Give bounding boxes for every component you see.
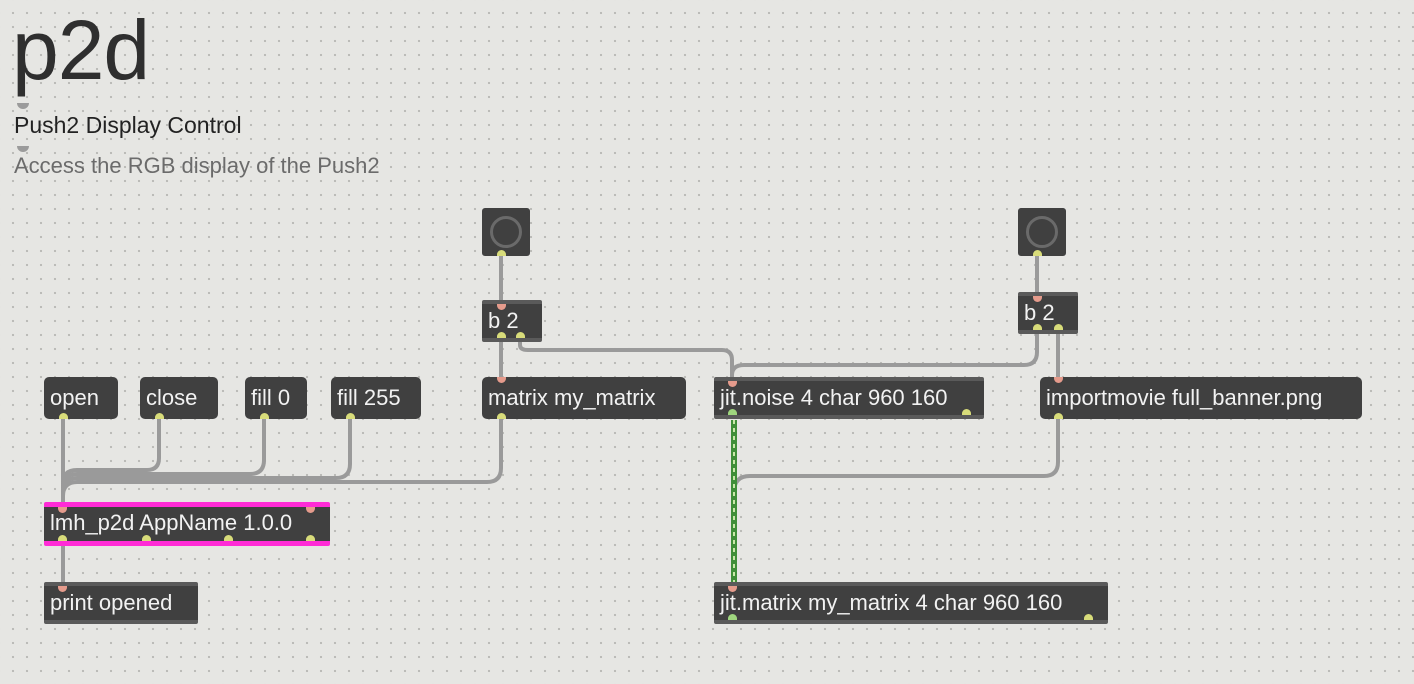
object-b2-right[interactable]: b 2 <box>1018 292 1078 334</box>
object-jit-noise[interactable]: jit.noise 4 char 960 160 <box>714 377 984 419</box>
outlet-port[interactable] <box>58 535 67 541</box>
inlet-port[interactable] <box>728 586 737 592</box>
outlet-port[interactable] <box>962 409 971 415</box>
object-label: jit.noise 4 char 960 160 <box>720 385 948 410</box>
message-label: fill 0 <box>251 385 291 410</box>
object-jit-matrix[interactable]: jit.matrix my_matrix 4 char 960 160 <box>714 582 1108 624</box>
message-label: fill 255 <box>337 385 401 410</box>
outlet-port[interactable] <box>1054 413 1063 419</box>
patch-cord-fill0-to-p2d[interactable] <box>61 416 266 506</box>
outlet-port[interactable] <box>155 413 164 419</box>
page-title: p2d <box>12 3 150 97</box>
outlet-port[interactable] <box>1033 250 1042 256</box>
inlet-port[interactable] <box>497 377 506 383</box>
inlet-port[interactable] <box>728 381 737 387</box>
message-label: close <box>146 385 198 410</box>
patch-cord-close-to-p2d[interactable] <box>61 416 161 506</box>
outlet-port[interactable] <box>224 535 233 541</box>
outlet-port[interactable] <box>728 614 737 620</box>
bang-button-icon <box>1026 216 1058 248</box>
inlet-port[interactable] <box>1033 296 1042 302</box>
comment-handle-icon <box>17 146 29 152</box>
object-label: lmh_p2d AppName 1.0.0 <box>50 510 293 535</box>
outlet-port[interactable] <box>260 413 269 419</box>
inlet-port[interactable] <box>1054 377 1063 383</box>
outlet-port[interactable] <box>59 413 68 419</box>
object-b2-left[interactable]: b 2 <box>482 300 542 342</box>
comment-handle-icon <box>17 103 29 109</box>
object-label: print opened <box>50 590 173 615</box>
outlet-port[interactable] <box>1033 324 1042 330</box>
message-matrix-my-matrix[interactable]: matrix my_matrix <box>482 377 686 419</box>
object-lmh-p2d[interactable]: lmh_p2d AppName 1.0.0 <box>44 502 330 546</box>
patch-cord-b2-right-to-noise[interactable] <box>730 330 1039 380</box>
object-print-opened[interactable]: print opened <box>44 582 198 624</box>
patch-cord-fill255-to-p2d[interactable] <box>61 416 352 506</box>
inlet-port[interactable] <box>306 507 315 513</box>
outlet-port[interactable] <box>497 413 506 419</box>
object-label: b 2 <box>488 308 519 333</box>
outlet-port[interactable] <box>497 332 506 338</box>
message-fill-0[interactable]: fill 0 <box>245 377 307 419</box>
outlet-port[interactable] <box>728 409 737 415</box>
bang-button-left[interactable] <box>482 208 530 256</box>
outlet-port[interactable] <box>346 413 355 419</box>
bang-button-icon <box>490 216 522 248</box>
message-label: matrix my_matrix <box>488 385 656 410</box>
message-importmovie[interactable]: importmovie full_banner.png <box>1040 377 1362 419</box>
message-fill-255[interactable]: fill 255 <box>331 377 421 419</box>
message-label: open <box>50 385 99 410</box>
bang-button-right[interactable] <box>1018 208 1066 256</box>
outlet-port[interactable] <box>497 250 506 256</box>
inlet-port[interactable] <box>497 304 506 310</box>
object-label: jit.matrix my_matrix 4 char 960 160 <box>720 590 1063 615</box>
page-description: Access the RGB display of the Push2 <box>14 153 380 178</box>
patch-cord-matrix-to-p2d[interactable] <box>61 416 503 506</box>
outlet-port[interactable] <box>142 535 151 541</box>
outlet-port[interactable] <box>306 535 315 541</box>
outlet-port[interactable] <box>1084 614 1093 620</box>
outlet-port[interactable] <box>516 332 525 338</box>
patch-cord-b2-left-to-noise[interactable] <box>518 338 734 380</box>
inlet-port[interactable] <box>58 586 67 592</box>
outlet-port[interactable] <box>1054 324 1063 330</box>
patch-cord-importmovie-to-jitmatrix[interactable] <box>732 416 1060 584</box>
message-close[interactable]: close <box>140 377 218 419</box>
page-subtitle: Push2 Display Control <box>14 112 242 138</box>
object-label: b 2 <box>1024 300 1055 325</box>
message-label: importmovie full_banner.png <box>1046 385 1323 410</box>
message-open[interactable]: open <box>44 377 118 419</box>
inlet-port[interactable] <box>58 507 67 513</box>
